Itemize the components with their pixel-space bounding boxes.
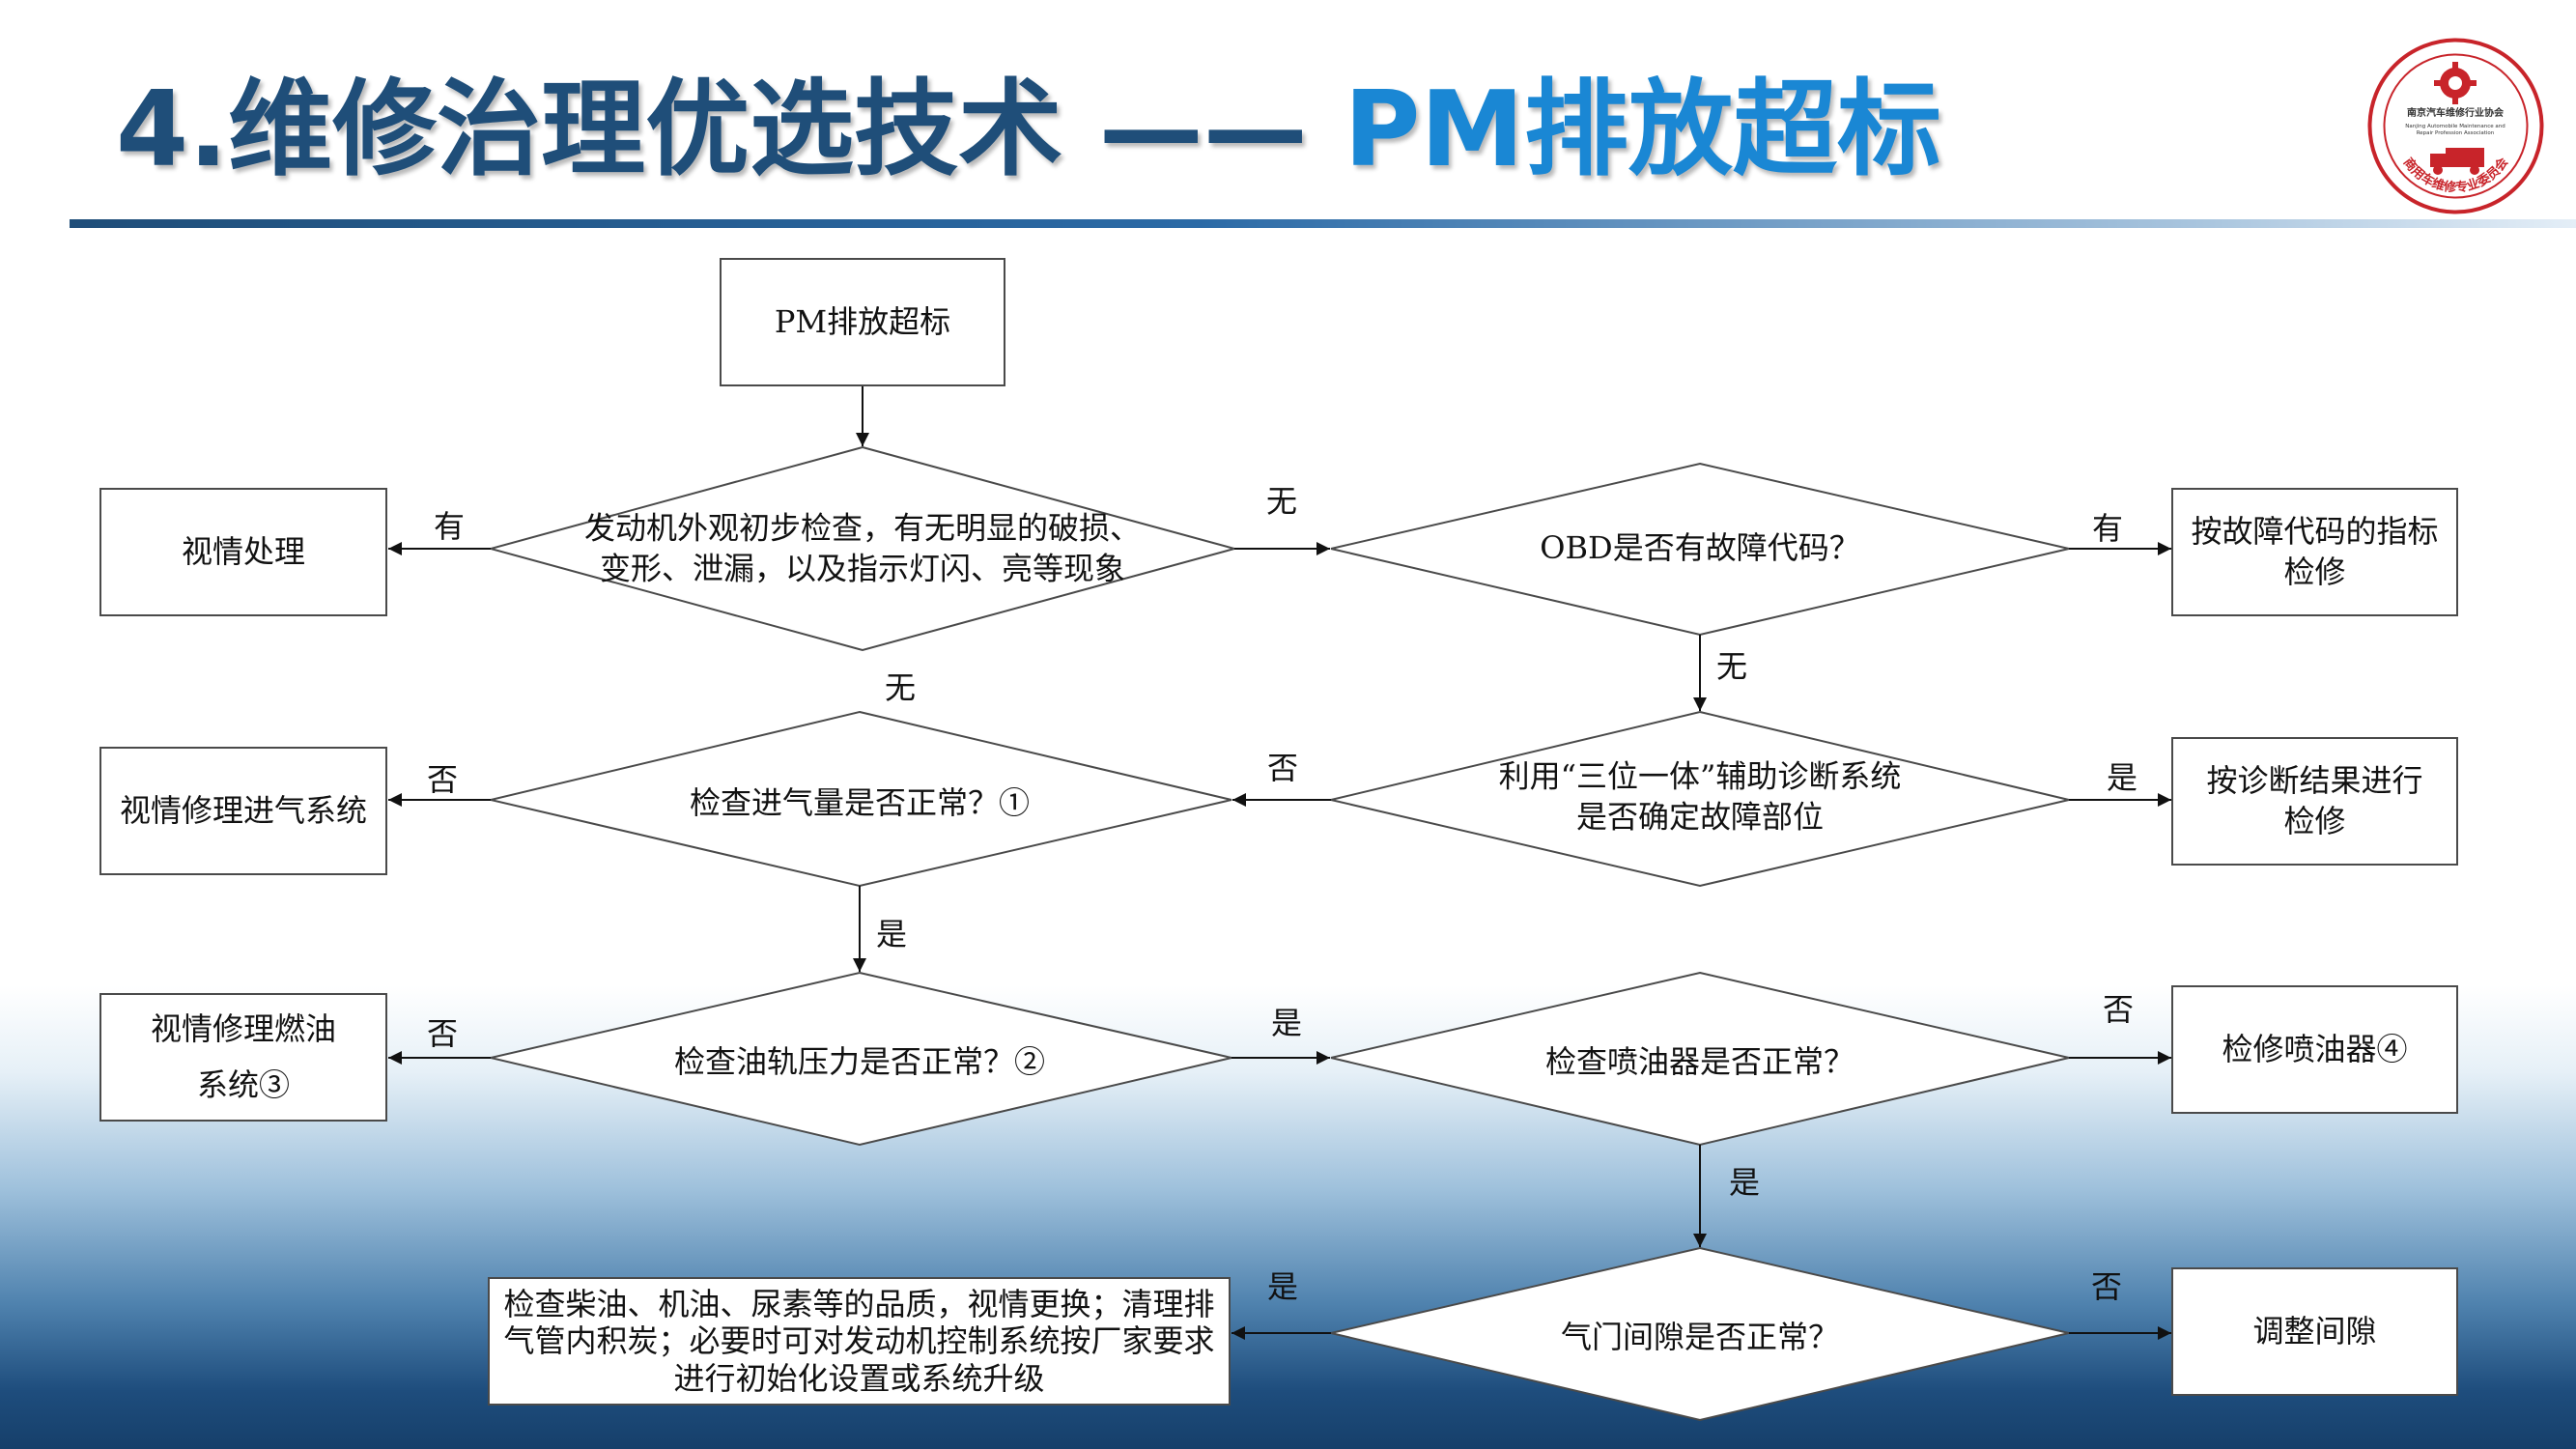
node-intake-check: 检查进气量是否正常？① xyxy=(689,784,1031,822)
node-handle: 视情处理 xyxy=(99,488,387,616)
node-injector-check: 检查喷油器是否正常？ xyxy=(1544,1043,1855,1081)
label-obd-no: 无 xyxy=(1715,648,1748,685)
truck-icon xyxy=(2430,148,2484,175)
label-valve-no: 否 xyxy=(2090,1268,2123,1305)
node-rail-check: 检查油轨压力是否正常？② xyxy=(673,1043,1046,1081)
node-adjust-gap: 调整间隙 xyxy=(2171,1267,2458,1396)
label-visual-yes: 有 xyxy=(433,508,466,545)
svg-text:Repair Profession Association: Repair Profession Association xyxy=(2417,130,2495,136)
node-quality-check: 检查柴油、机油、尿素等的品质，视情更换；清理排 气管内积炭；必要时可对发动机控制… xyxy=(488,1277,1231,1406)
node-obd: OBD是否有故障代码？ xyxy=(1540,529,1860,567)
label-three-yes: 是 xyxy=(2106,759,2138,796)
visual-check-diamond xyxy=(487,445,1238,652)
page-title: 4.维修治理优选技术 —— PM排放超标 xyxy=(116,58,1941,203)
label-intake-yes: 是 xyxy=(875,916,908,952)
rail-check-diamond xyxy=(490,971,1232,1147)
label-valve-yes: 是 xyxy=(1266,1268,1299,1305)
svg-text:Nanjing Automobile Maintenance: Nanjing Automobile Maintenance and xyxy=(2405,124,2505,129)
label-rail-yes: 是 xyxy=(1270,1005,1303,1041)
label-intake-no: 否 xyxy=(426,761,459,798)
label-injector-yes: 是 xyxy=(1728,1164,1761,1201)
label-visual-no-right: 无 xyxy=(1265,483,1298,520)
label-obd-yes: 有 xyxy=(2091,510,2124,547)
label-visual-no-down: 无 xyxy=(884,669,917,706)
title-subject: PM排放超标 xyxy=(1344,70,1942,190)
label-injector-no: 否 xyxy=(2102,991,2135,1028)
label-three-no: 否 xyxy=(1266,750,1299,786)
node-diag-repair: 按诊断结果进行 检修 xyxy=(2171,737,2458,866)
title-main: 4.维修治理优选技术 —— xyxy=(116,70,1345,190)
svg-text:南京汽车维修行业协会: 南京汽车维修行业协会 xyxy=(2407,106,2504,119)
node-visual-check: 发动机外观初步检查，有无明显的破损、 变形、泄漏，以及指示灯闪、亮等现象 xyxy=(583,509,1142,586)
node-fuel-repair: 视情修理燃油 系统③ xyxy=(99,993,387,1122)
label-rail-no: 否 xyxy=(426,1015,459,1052)
title-underline xyxy=(70,219,2576,228)
association-logo: 南京汽车维修行业协会 Nanjing Automobile Maintenanc… xyxy=(2367,38,2544,214)
node-three-in-one: 利用“三位一体”辅助诊断系统 是否确定故障部位 xyxy=(1498,757,1902,835)
node-start: PM排放超标 xyxy=(720,258,1005,386)
node-intake-repair: 视情修理进气系统 xyxy=(99,747,387,875)
valve-check-diamond xyxy=(1330,1246,2070,1422)
node-valve-check: 气门间隙是否正常？ xyxy=(1560,1319,1840,1356)
three-in-one-diamond xyxy=(1330,710,2070,888)
node-injector-repair: 检修喷油器④ xyxy=(2171,985,2458,1114)
node-fault-code-repair: 按故障代码的指标 检修 xyxy=(2171,488,2458,616)
